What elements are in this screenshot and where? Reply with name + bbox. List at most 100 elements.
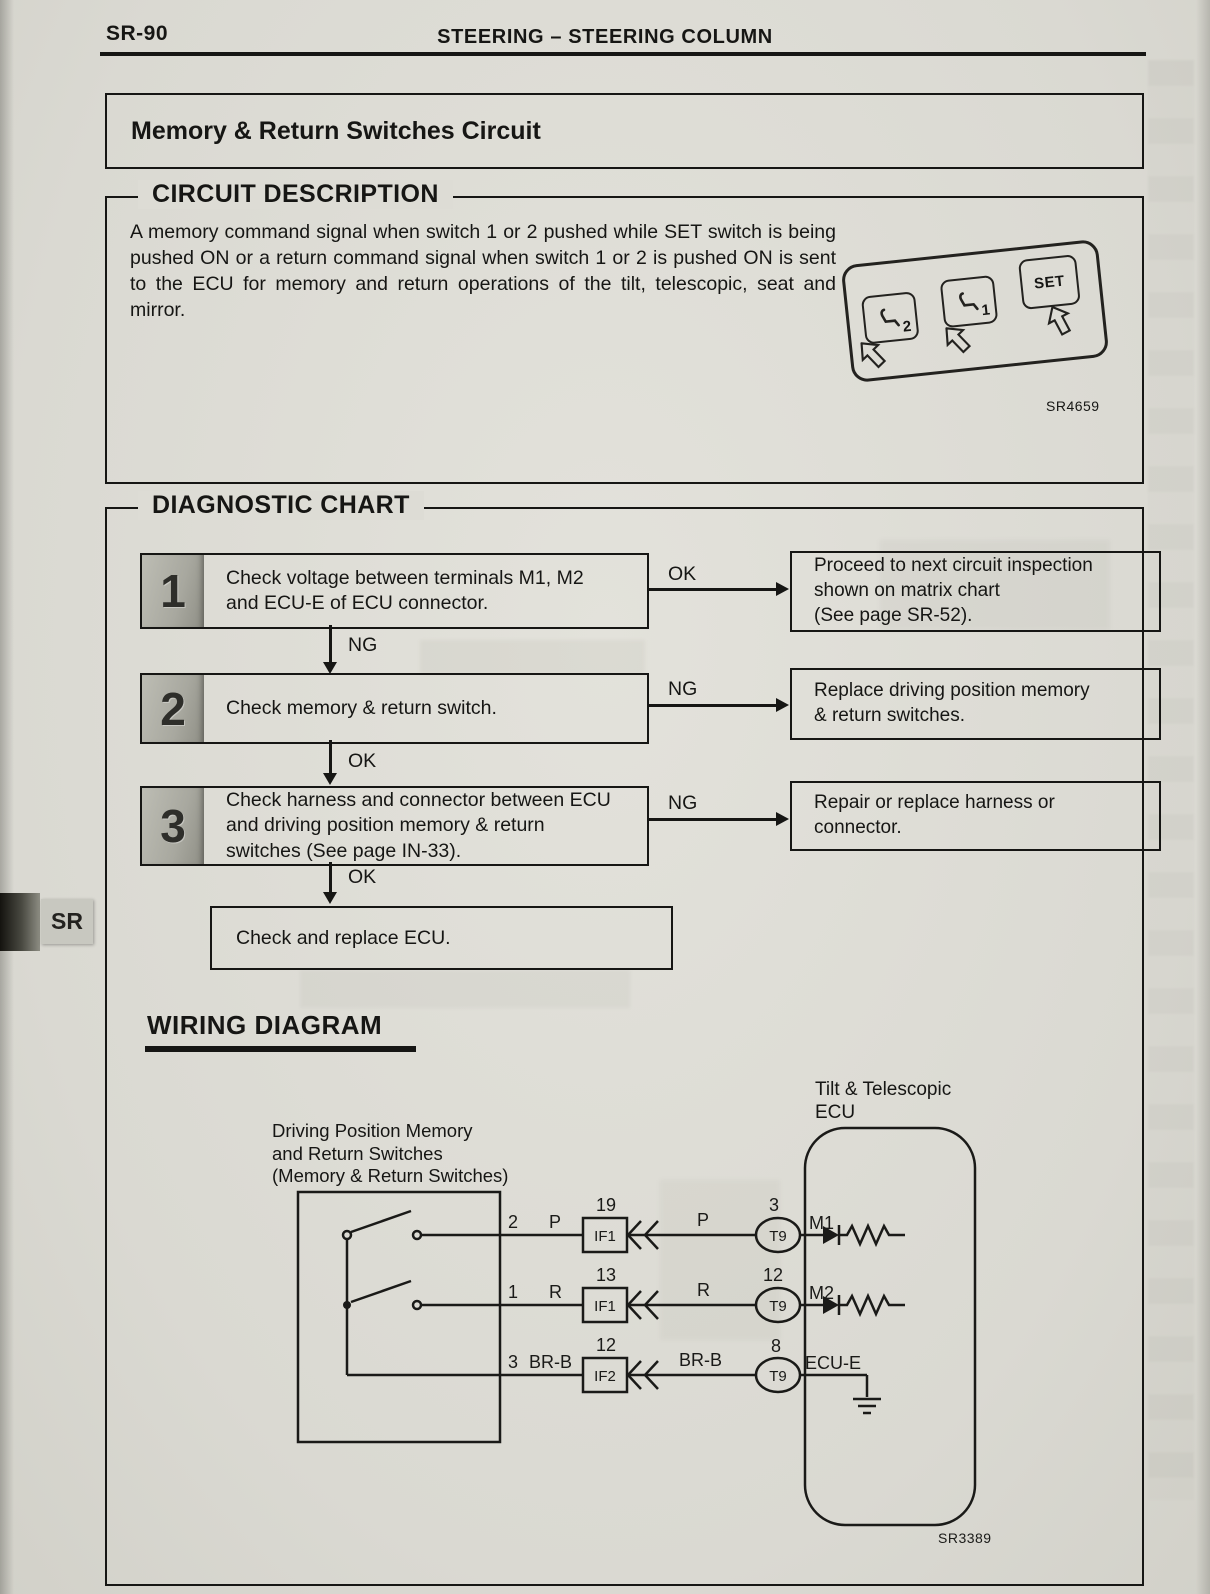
wire-color-label: R (549, 1282, 562, 1302)
ground-icon (800, 1373, 881, 1415)
flow-arrow (648, 818, 778, 821)
flow-line (329, 862, 332, 895)
title-box: Memory & Return Switches Circuit (105, 93, 1144, 169)
flow-arrowhead (323, 773, 337, 785)
connector-name: IF2 (594, 1368, 616, 1385)
press-arrow-icon (1047, 305, 1072, 336)
key-1-label: 1 (980, 301, 991, 320)
ecu-label: Tilt & Telescopic ECU (815, 1079, 952, 1124)
figure-id: SR4659 (1046, 398, 1100, 414)
memory-key-1: 1 (939, 274, 999, 329)
flow-arrow (648, 704, 778, 707)
flow-arrowhead (776, 812, 789, 826)
ecu-terminal-label: M2 (809, 1283, 834, 1303)
ecu-terminal-label: M1 (809, 1213, 834, 1233)
step-text: Check voltage between terminals M1, M2 a… (226, 566, 584, 614)
wire-row-m1 (341, 1209, 905, 1254)
connector-pin-label: 19 (596, 1195, 616, 1215)
circuit-description-box (105, 196, 1144, 484)
header-title: STEERING – STEERING COLUMN (437, 26, 773, 48)
connector-pin-label: 8 (771, 1336, 781, 1356)
resistor-icon (839, 1222, 905, 1248)
connector-name: IF1 (594, 1298, 616, 1315)
chevron-connector-icon (626, 1360, 642, 1390)
diode-icon (823, 1296, 839, 1314)
flow-arrowhead (776, 698, 789, 712)
circuit-description-heading: CIRCUIT DESCRIPTION (138, 180, 453, 209)
diode-icon (823, 1226, 839, 1244)
press-arrow-icon (860, 342, 887, 369)
step-number: 1 (142, 555, 204, 627)
flow-line (329, 740, 332, 776)
header-rule (100, 52, 1146, 56)
scan-shadow-right (1196, 0, 1210, 1594)
wire-color-label: BR-B (679, 1350, 722, 1370)
diagnostic-step-2: 2 Check memory & return switch. (140, 673, 649, 744)
chevron-connector-icon (643, 1360, 659, 1390)
resistor-icon (839, 1292, 905, 1318)
branch-label-ok: OK (668, 563, 697, 585)
final-action-box: Check and replace ECU. (210, 906, 673, 970)
connector-pin-label: 12 (596, 1335, 616, 1355)
diagnostic-step-1: 1 Check voltage between terminals M1, M2… (140, 553, 649, 629)
flow-line (329, 625, 332, 665)
pin-label: 2 (508, 1212, 518, 1232)
connector-name: T9 (769, 1298, 787, 1315)
switch-panel-illustration: 2 1 SET (840, 238, 1110, 384)
diagnostic-step-3: 3 Check harness and connector between EC… (140, 786, 649, 866)
key-2-label: 2 (902, 317, 913, 336)
wire-row-ecu-e (581, 1356, 881, 1415)
flow-arrow (648, 588, 778, 591)
pin-label: 3 (508, 1352, 518, 1372)
step-text: Check harness and connector between ECU … (226, 788, 611, 862)
seat-icon (880, 308, 900, 327)
connector-name: IF1 (594, 1228, 616, 1245)
connector-name: T9 (769, 1368, 787, 1385)
switch-block-outline (296, 1190, 502, 1444)
flow-arrowhead (323, 662, 337, 674)
seat-icon (959, 292, 979, 311)
page-title: Memory & Return Switches Circuit (131, 116, 541, 145)
figure-id: SR3389 (938, 1530, 992, 1546)
connector-pin-label: 13 (596, 1265, 616, 1285)
pin-label: 1 (508, 1282, 518, 1302)
diagnostic-chart-heading: DIAGNOSTIC CHART (138, 491, 424, 520)
step-number: 3 (142, 788, 204, 864)
result-box-1: Proceed to next circuit inspection shown… (790, 551, 1161, 632)
flow-arrowhead (776, 582, 789, 596)
diagnostic-chart-box (105, 507, 1144, 1586)
connector-pin-label: 3 (769, 1195, 779, 1215)
wire-color-label: P (549, 1212, 561, 1232)
ecu-terminal-label: ECU-E (805, 1353, 861, 1373)
bleed-through-artifact (1148, 60, 1194, 1500)
branch-label-ok: OK (348, 750, 377, 772)
binder-edge-mark (0, 893, 40, 951)
scan-shadow-left (0, 0, 14, 1594)
flow-arrowhead (323, 892, 337, 904)
chevron-connector-icon (626, 1220, 642, 1250)
section-tab-sr: SR (41, 899, 93, 944)
switch-common-bus (343, 1239, 583, 1377)
circuit-description-body: A memory command signal when switch 1 or… (130, 221, 836, 321)
wire-color-label: BR-B (529, 1352, 572, 1372)
step-text: Check memory & return switch. (226, 696, 497, 719)
branch-label-ok: OK (348, 866, 377, 888)
chevron-connector-icon (643, 1290, 659, 1320)
step-number: 2 (142, 675, 204, 742)
result-box-3: Repair or replace harness or connector. (790, 781, 1161, 851)
set-key-label: SET (1033, 272, 1066, 293)
chevron-connector-icon (626, 1290, 642, 1320)
connector-pin-label: 12 (763, 1265, 783, 1285)
chevron-connector-icon (643, 1220, 659, 1250)
branch-label-ng: NG (348, 634, 378, 656)
wire-color-label: P (697, 1210, 709, 1230)
branch-label-ng: NG (668, 678, 698, 700)
result-box-2: Replace driving position memory & return… (790, 668, 1161, 740)
wiring-diagram-graphic: 2 P 19 IF1 P 3 T9 M1 1 R 13 IF1 R 12 T9 (296, 1126, 992, 1546)
wire-color-label: R (697, 1280, 710, 1300)
ecu-block-outline (803, 1126, 977, 1527)
memory-key-2: 2 (860, 291, 920, 345)
wire-row-m2 (350, 1279, 905, 1324)
set-key: SET (1017, 254, 1081, 310)
